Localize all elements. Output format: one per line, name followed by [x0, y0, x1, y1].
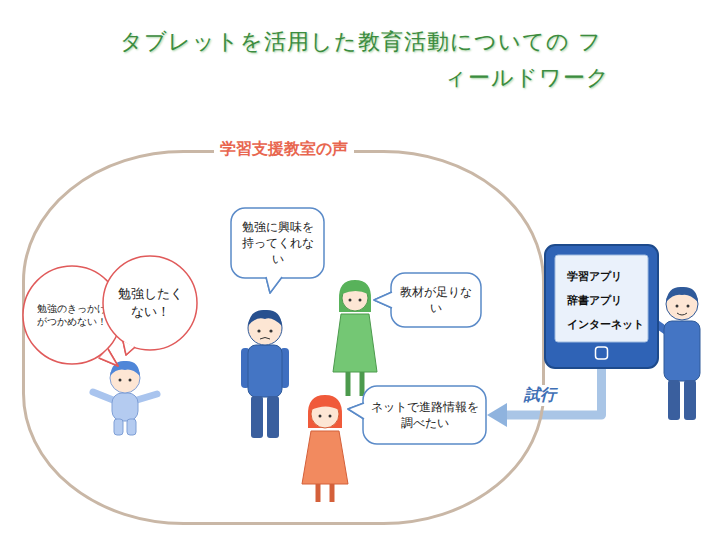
- bubble-tail-edge: [99, 349, 118, 366]
- bubble-outline: [391, 273, 481, 327]
- region-border: [24, 152, 544, 524]
- app-item: インターネット: [567, 317, 644, 332]
- trial-arrow: [507, 368, 602, 415]
- bubble-text: 教材が足りない: [398, 284, 474, 316]
- bubble-tail-edge: [374, 292, 392, 308]
- app-item: 学習アプリ: [567, 269, 622, 284]
- tablet-screen: [555, 255, 648, 342]
- title-text: タブレットを活用した教育活動についての フィールドワーク: [120, 24, 610, 96]
- tablet-device: 学習アプリ辞書アプリインターネット: [545, 245, 658, 368]
- bubble-text: ネットで進路情報を調べたい: [370, 399, 479, 431]
- bubble-outline: [103, 256, 197, 350]
- app-item: 辞書アプリ: [567, 293, 622, 308]
- shape-outline: [362, 385, 487, 445]
- bubble-tail-fill: [266, 277, 282, 293]
- region-outline: 勉強のきっかけがつかめない！ 勉強したくない！ 勉強に興味を持ってくれない教材が足り…: [22, 150, 545, 525]
- speech-bubble: 勉強したくない！: [102, 255, 198, 351]
- region-heading: 学習支援教室の声: [214, 138, 354, 160]
- bubble-text: 勉強したくない！: [116, 285, 184, 320]
- bubble-tail-edge: [266, 277, 282, 293]
- shape-outline: [390, 272, 482, 328]
- tablet-frame: [545, 245, 658, 368]
- bubble-outline: [231, 208, 324, 278]
- bubble-tail-fill: [123, 341, 135, 355]
- bubble-tail-fill: [99, 349, 118, 366]
- bubble-text: 勉強のきっかけがつかめない！: [36, 302, 108, 329]
- bubble-tail: [348, 403, 364, 419]
- speech-bubble: 勉強に興味を持ってくれない: [230, 207, 325, 279]
- speech-bubble: 教材が足りない: [390, 272, 482, 328]
- girl-figure: [333, 280, 377, 396]
- home-button: [596, 347, 608, 359]
- boy-figure: [241, 310, 289, 438]
- speech-bubble: ネットで進路情報を調べたい: [362, 385, 487, 445]
- bubble-tail-edge: [123, 341, 135, 355]
- bubble-tail-fill: [348, 403, 364, 419]
- edge-label: 試行: [520, 385, 560, 406]
- bubble-text: 勉強に興味を持ってくれない: [238, 219, 317, 268]
- bubble-tail-fill: [374, 292, 392, 308]
- child-figure: [93, 361, 157, 435]
- bubble-tail: [266, 277, 282, 293]
- bubble-outline: [363, 386, 486, 444]
- girl-figure: [302, 395, 348, 502]
- bubble-tail-edge: [348, 403, 364, 419]
- bubble-tail: [374, 292, 392, 308]
- shape-outline: [102, 255, 198, 351]
